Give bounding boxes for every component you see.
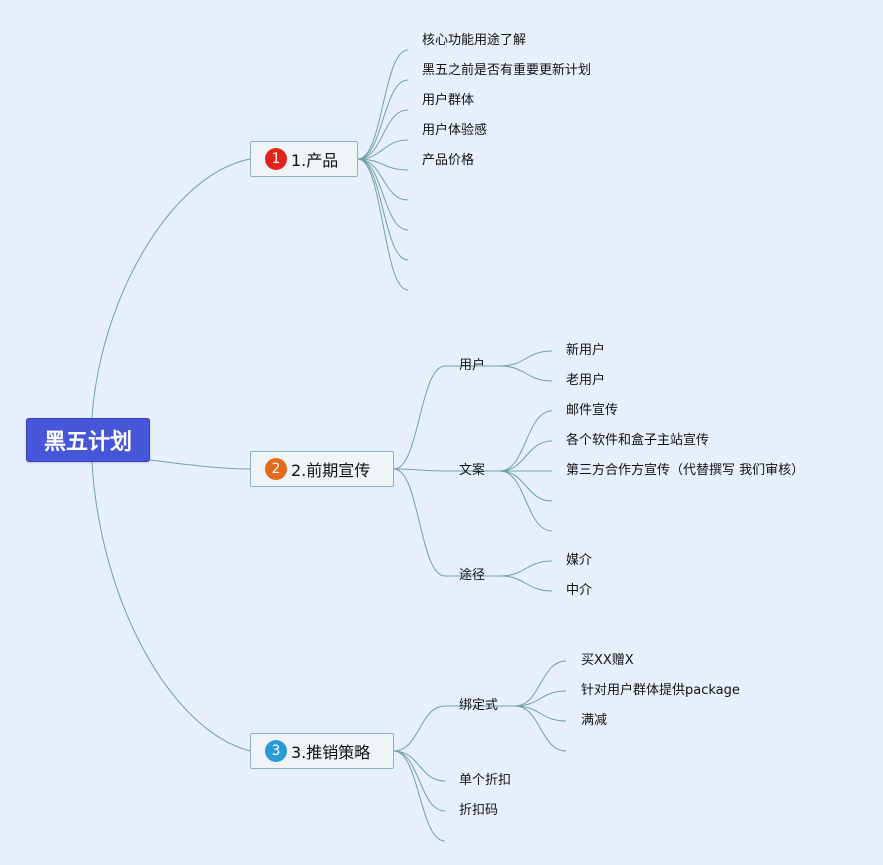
priority-2-icon: 2: [265, 458, 287, 480]
sub-connector: [499, 560, 553, 577]
branch1-connector: [357, 79, 409, 160]
branch1-connector: [357, 158, 409, 291]
leaf-node[interactable]: 买XX赠X: [581, 653, 634, 668]
sub-connector: [499, 470, 553, 502]
sub-connector: [499, 575, 553, 592]
leaf-node[interactable]: 第三方合作方宣传（代替撰写 我们审核）: [566, 463, 805, 478]
sub-node[interactable]: 途径: [459, 568, 486, 583]
leaf-node[interactable]: 产品价格: [422, 153, 475, 168]
leaf-node[interactable]: 媒介: [566, 553, 593, 568]
leaf-node[interactable]: 中介: [566, 583, 593, 598]
branch1-connector: [357, 139, 409, 160]
branch1-connector: [357, 109, 409, 160]
branch-label: 2.前期宣传: [291, 461, 371, 480]
branch1-connector: [357, 158, 409, 261]
sub-node[interactable]: 折扣码: [459, 803, 499, 818]
branch1-connector: [357, 158, 409, 201]
branch-node-strategy[interactable]: 3 3.推销策略: [250, 733, 394, 769]
branch3-connector: [393, 750, 446, 842]
root-connector: [149, 459, 251, 470]
leaf-node[interactable]: 各个软件和盒子主站宣传: [566, 433, 710, 448]
root-connector: [91, 461, 251, 752]
leaf-node[interactable]: 老用户: [566, 373, 606, 388]
branch2-connector: [393, 468, 446, 472]
leaf-node[interactable]: 核心功能用途了解: [422, 33, 527, 48]
sub-node[interactable]: 文案: [459, 463, 486, 478]
sub-connector: [499, 350, 553, 367]
branch3-connector: [393, 750, 446, 782]
branch-node-product[interactable]: 1 1.产品: [250, 141, 358, 177]
priority-3-icon: 3: [265, 740, 287, 762]
sub-connector: [514, 690, 567, 707]
leaf-node[interactable]: 黑五之前是否有重要更新计划: [422, 63, 592, 78]
sub-connector: [514, 705, 567, 722]
root-node[interactable]: 黑五计划: [26, 418, 150, 462]
sub-connector: [499, 410, 553, 472]
leaf-node[interactable]: 新用户: [566, 343, 606, 358]
sub-connector: [499, 470, 553, 532]
branch-node-promotion[interactable]: 2 2.前期宣传: [250, 451, 394, 487]
sub-connector: [514, 705, 567, 752]
root-connector: [91, 158, 251, 419]
branch1-connector: [357, 49, 409, 160]
branch1-connector: [357, 158, 409, 231]
branch-label: 3.推销策略: [291, 743, 371, 762]
sub-node[interactable]: 绑定式: [459, 698, 499, 713]
priority-1-icon: 1: [265, 148, 287, 170]
branch3-connector: [393, 750, 446, 812]
leaf-node[interactable]: 针对用户群体提供package: [581, 683, 740, 698]
sub-node[interactable]: 单个折扣: [459, 773, 512, 788]
sub-connector: [499, 440, 553, 472]
leaf-node[interactable]: 满减: [581, 713, 608, 728]
leaf-node[interactable]: 邮件宣传: [566, 403, 619, 418]
leaf-node[interactable]: 用户群体: [422, 93, 475, 108]
branch2-connector: [393, 468, 446, 577]
branch3-connector: [393, 705, 446, 752]
sub-connector: [514, 660, 567, 707]
branch2-connector: [393, 365, 446, 470]
leaf-node[interactable]: 用户体验感: [422, 123, 488, 138]
sub-connector: [499, 365, 553, 382]
branch-label: 1.产品: [291, 151, 339, 170]
sub-node[interactable]: 用户: [459, 358, 486, 373]
